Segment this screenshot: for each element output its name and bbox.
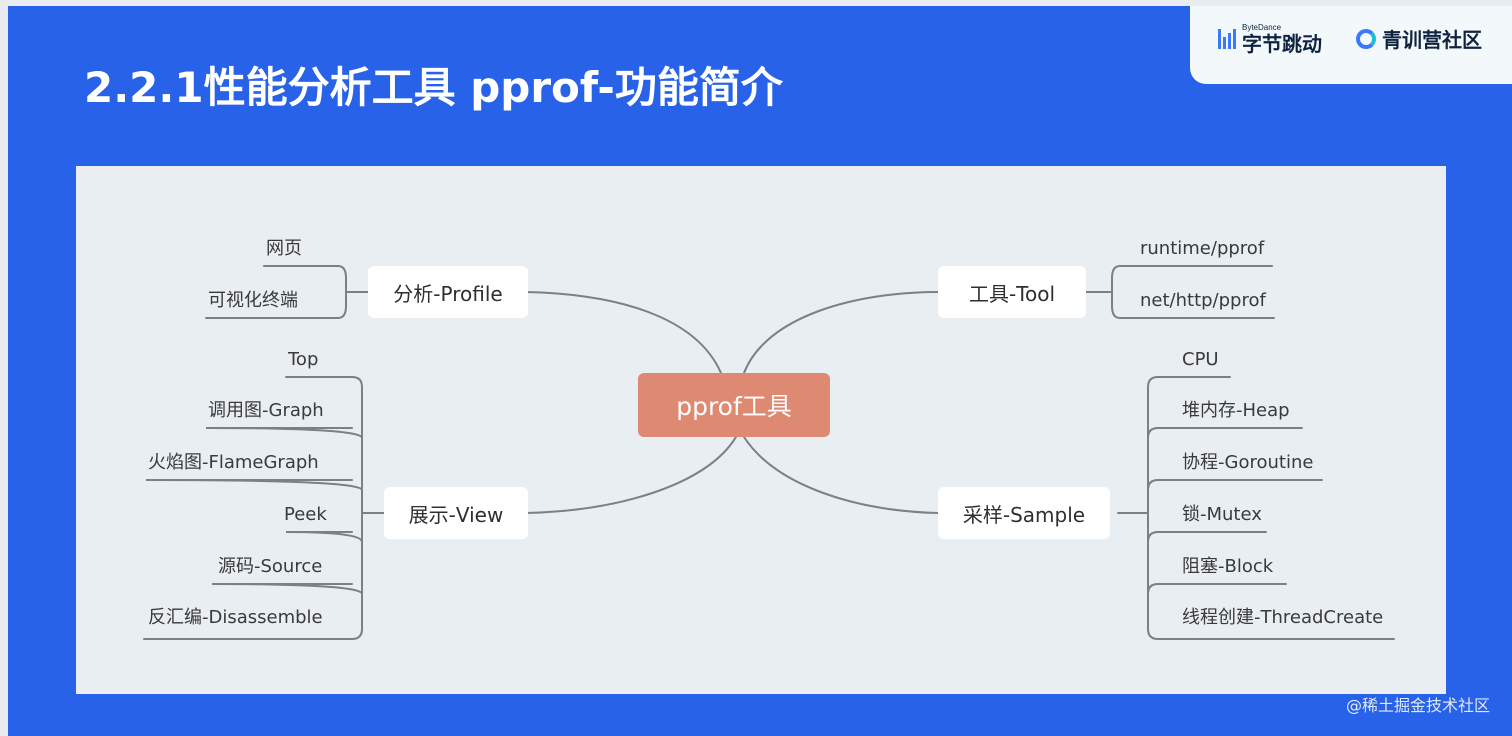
connector-tool-bracket — [1085, 265, 1275, 319]
camp-label: 青训营社区 — [1382, 28, 1482, 52]
leaf-view-disassemble: 反汇编-Disassemble — [148, 607, 323, 628]
branch-tool: 工具-Tool — [938, 266, 1086, 318]
footer-watermark: @稀土掘金技术社区 — [1345, 696, 1490, 715]
connector-center-profile — [525, 291, 722, 374]
slide-title: 2.2.1性能分析工具 pprof-功能简介 — [84, 63, 783, 112]
leaf-view-peek: Peek — [284, 504, 327, 525]
leaf-tool-nethttp: net/http/pprof — [1140, 290, 1266, 311]
leaf-view-source: 源码-Source — [218, 556, 323, 577]
center-node: pprof工具 — [638, 373, 830, 437]
leaf-profile-web: 网页 — [266, 238, 302, 259]
connector-sample-bracket — [1117, 376, 1395, 640]
connector-center-sample — [743, 436, 939, 514]
leaf-sample-goroutine: 协程-Goroutine — [1182, 452, 1314, 473]
connector-profile-bracket — [205, 265, 369, 319]
connector-view-bracket — [143, 376, 385, 640]
leaf-sample-threadcreate: 线程创建-ThreadCreate — [1182, 607, 1384, 628]
camp-brand: 青训营社区 — [1356, 24, 1482, 53]
brand-card: ByteDance 字节跳动 青训营社区 — [1190, 6, 1512, 84]
leaf-sample-mutex: 锁-Mutex — [1182, 504, 1262, 525]
bytedance-label: 字节跳动 — [1242, 32, 1322, 56]
mindmap-connectors — [143, 265, 1395, 640]
connector-center-tool — [743, 291, 939, 374]
mindmap-canvas: pprof工具 分析-Profile 工具-Tool 展示-View 采样-Sa… — [76, 166, 1446, 694]
branch-profile: 分析-Profile — [368, 266, 528, 318]
slide: 2.2.1性能分析工具 pprof-功能简介 ByteDance 字节跳动 青训… — [8, 6, 1512, 736]
branch-sample: 采样-Sample — [938, 487, 1110, 539]
bytedance-brand: ByteDance 字节跳动 — [1218, 24, 1322, 54]
leaf-sample-heap: 堆内存-Heap — [1182, 400, 1290, 421]
leaf-view-graph: 调用图-Graph — [208, 400, 324, 421]
leaf-profile-terminal: 可视化终端 — [208, 290, 298, 311]
leaf-sample-cpu: CPU — [1182, 349, 1219, 370]
leaf-tool-runtime: runtime/pprof — [1140, 238, 1265, 259]
connector-center-view — [525, 436, 737, 514]
branch-view: 展示-View — [384, 487, 528, 539]
leaf-sample-block: 阻塞-Block — [1182, 556, 1274, 577]
bytedance-logo-icon — [1218, 29, 1236, 49]
leaf-view-top: Top — [288, 349, 319, 370]
camp-logo-icon — [1356, 28, 1376, 49]
leaf-view-flamegraph: 火焰图-FlameGraph — [148, 452, 319, 473]
bytedance-small-label: ByteDance — [1242, 23, 1282, 32]
